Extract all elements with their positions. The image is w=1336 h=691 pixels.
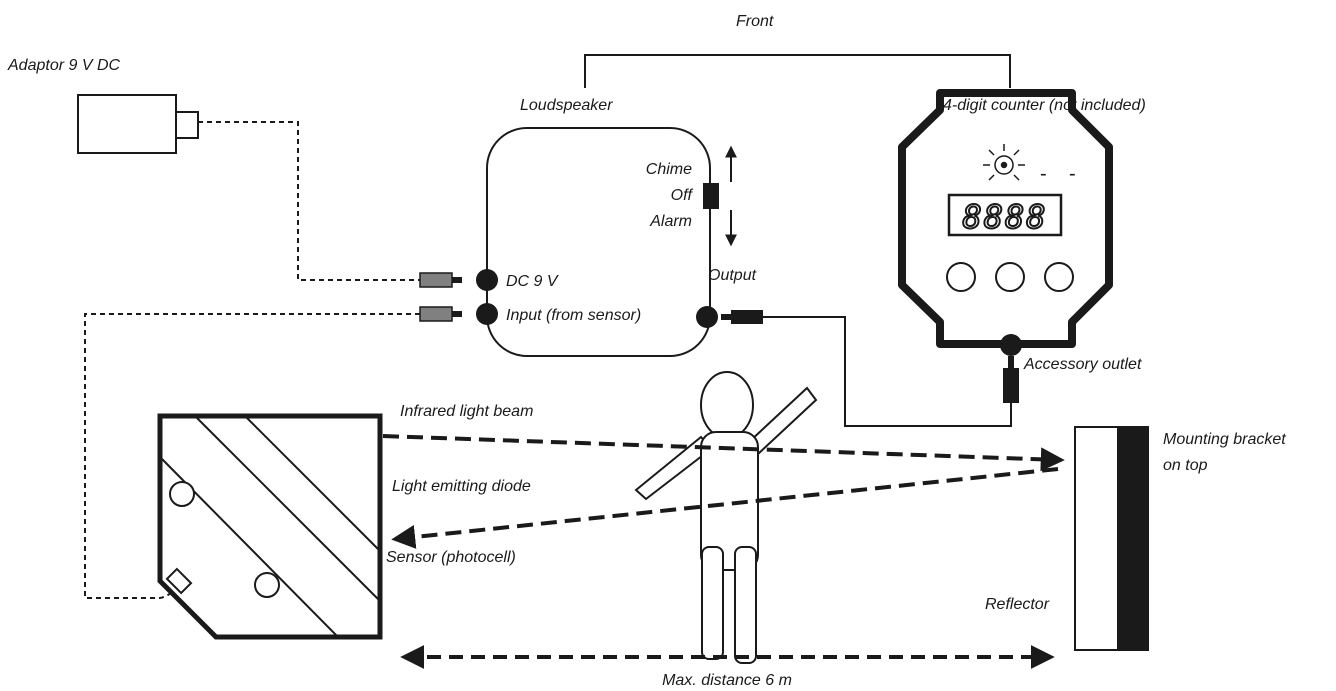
sun-icon [983,144,1025,181]
infrared-beam-label: Infrared light beam [400,403,533,420]
input-socket [476,303,498,325]
counter-button-3[interactable] [1044,262,1074,292]
output-socket [696,306,718,328]
dc-plug [419,272,462,288]
reflector [1074,426,1149,651]
led-label: Light emitting diode [392,478,531,495]
counter-button-2[interactable] [995,262,1025,292]
chime-label: Chime [646,161,692,178]
off-label: Off [671,187,694,204]
sensor [157,413,383,640]
alarm-label: Alarm [649,213,692,230]
control-box [486,127,711,357]
return-beam [391,467,1059,549]
counter-button-1[interactable] [946,262,976,292]
front-label: Front [736,13,774,30]
output-plug [721,310,763,324]
counter-display [947,193,1063,237]
counter-label: 4-digit counter (not included) [943,97,1146,114]
infrared-beam [382,434,1065,472]
minus-icon-1: - [1040,163,1047,185]
front-bracket [584,54,1011,88]
counter-digits: 8888 [962,198,1047,236]
person-figure [634,371,818,664]
mounting-bracket-label-1: Mounting bracket [1163,431,1286,448]
output-label: Output [708,267,757,284]
dc-label: DC 9 V [506,273,559,290]
input-label: Input (from sensor) [506,307,641,324]
mounting-bracket-label-2: on top [1163,457,1208,474]
max-distance-label: Max. distance 6 m [662,672,792,689]
input-plug [419,306,462,322]
dc-socket [476,269,498,291]
adaptor-label: Adaptor 9 V DC [7,57,121,74]
accessory-outlet-label: Accessory outlet [1023,356,1142,373]
output-cable [763,316,1012,427]
reflector-label: Reflector [985,596,1050,613]
adaptor [77,94,199,154]
accessory-outlet [1000,334,1022,356]
mode-switch[interactable] [703,183,719,209]
loudspeaker-label: Loudspeaker [520,97,613,114]
minus-icon-2: - [1069,163,1076,185]
accessory-plug [1003,356,1019,403]
sensor-label: Sensor (photocell) [386,549,516,566]
adaptor-cable [198,121,420,281]
